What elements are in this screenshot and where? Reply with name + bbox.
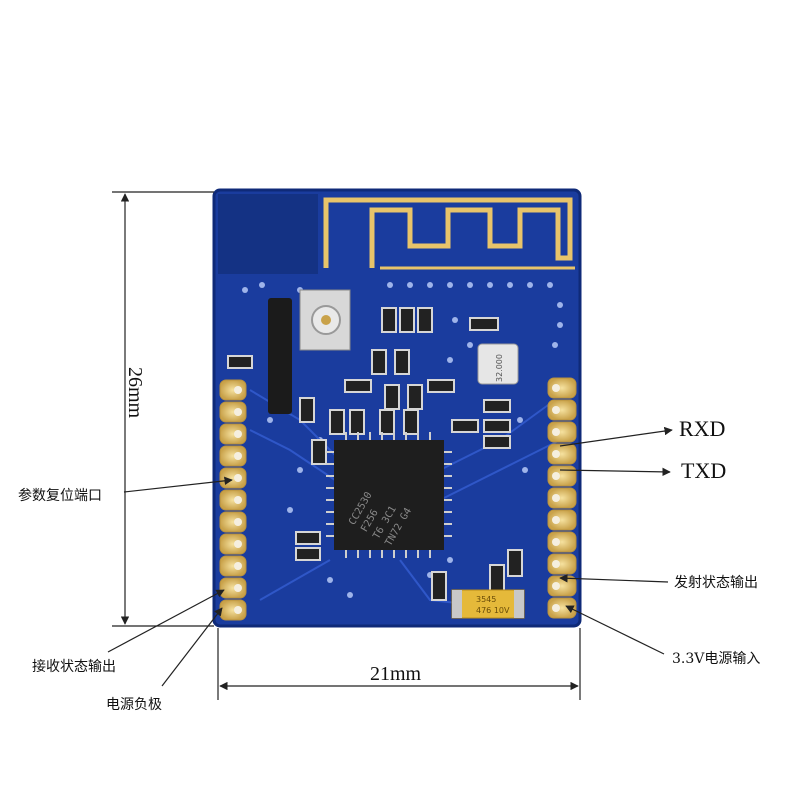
width-dimension-line [217,628,581,700]
tx-status-label: 发射状态输出 [674,575,758,591]
rx-status-label: 接收状态输出 [32,659,116,675]
pcb-antenna [323,197,575,270]
svg-text:476 10V: 476 10V [476,606,510,615]
right-pin-pads [547,377,577,619]
power-in-label: 3.3V电源输入 [672,651,761,667]
cc2530-chip: CC2530 F256 T6 3C1 TN72 G4 [326,432,452,558]
txd-label: TXD [681,458,727,483]
ufl-connector [299,289,351,351]
black-inductor [268,298,292,414]
callout-lines [107,426,673,687]
rxd-label: RXD [679,416,726,441]
ground-label: 电源负极 [106,697,162,713]
left-pin-pads [219,379,247,621]
svg-text:3545: 3545 [476,595,496,604]
reset-port-label: 参数复位端口 [18,488,102,504]
svg-text:32.000: 32.000 [495,354,504,382]
smd-components: 32.000 [227,307,523,601]
height-dimension-label: 26mm [124,367,146,419]
tantalum-capacitor: 3545 476 10V [451,589,525,619]
height-dimension-line [112,191,214,627]
width-dimension-label: 21mm [370,663,422,685]
